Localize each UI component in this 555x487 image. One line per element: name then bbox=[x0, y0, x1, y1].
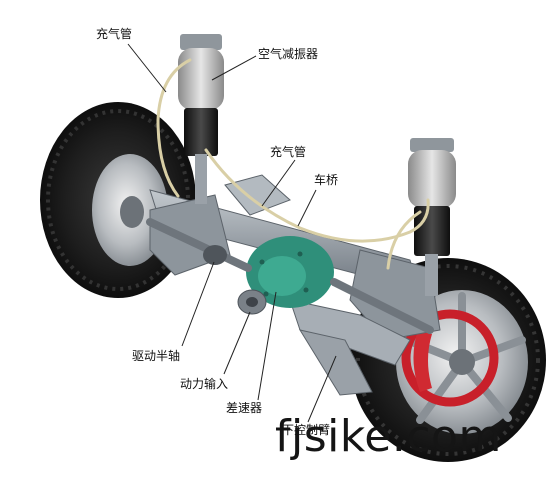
leader-charge-tube-top bbox=[127, 43, 167, 93]
left-air-shock-mount bbox=[180, 34, 222, 50]
label-charge-tube-mid: 充气管 bbox=[270, 144, 306, 159]
right-air-bag bbox=[408, 150, 456, 208]
left-shock-body bbox=[184, 108, 218, 156]
right-tire-tread bbox=[356, 264, 540, 456]
leader-charge-tube-mid bbox=[261, 159, 296, 207]
right-shock-rod bbox=[425, 254, 438, 296]
label-air-shock: 空气减振器 bbox=[258, 46, 318, 61]
crossmember bbox=[224, 174, 291, 216]
left-air-bag bbox=[178, 48, 224, 110]
left-air-shock bbox=[178, 34, 224, 204]
label-axle: 车桥 bbox=[314, 172, 338, 187]
watermark-text: fjsike.com bbox=[275, 411, 502, 462]
differential-cover bbox=[258, 256, 306, 296]
label-power-input: 动力输入 bbox=[180, 376, 228, 391]
brake-disc bbox=[401, 309, 499, 407]
drive-half-shaft bbox=[146, 218, 434, 334]
right-hub bbox=[449, 349, 475, 375]
leader-air-shock bbox=[211, 55, 257, 81]
leader-lines bbox=[127, 43, 337, 423]
right-air-shock-mount bbox=[410, 138, 454, 152]
right-air-shock bbox=[408, 138, 456, 296]
leader-differential bbox=[257, 291, 277, 401]
left-hub bbox=[120, 196, 144, 228]
leader-control-arm bbox=[307, 355, 337, 423]
differential-bolts bbox=[259, 251, 309, 297]
differential bbox=[246, 236, 334, 308]
callout-labels: 充气管 空气减振器 充气管 车桥 驱动半轴 动力输入 差速器 下控制臂 bbox=[96, 26, 338, 437]
label-control-arm: 下控制臂 bbox=[282, 423, 330, 437]
left-shock-rod bbox=[195, 154, 207, 204]
leader-axle bbox=[297, 189, 317, 227]
air-charge-tubes bbox=[156, 58, 430, 270]
leader-drive-half-shaft bbox=[181, 261, 215, 347]
right-shock-body bbox=[414, 206, 450, 256]
label-differential: 差速器 bbox=[226, 401, 262, 415]
label-drive-half-shaft: 驱动半轴 bbox=[132, 348, 180, 363]
label-charge-tube-top: 充气管 bbox=[96, 26, 132, 41]
power-input-flange bbox=[237, 289, 267, 315]
brake-caliper bbox=[413, 330, 432, 392]
lower-control-arm-front bbox=[298, 329, 373, 396]
leader-power-input bbox=[223, 311, 251, 375]
